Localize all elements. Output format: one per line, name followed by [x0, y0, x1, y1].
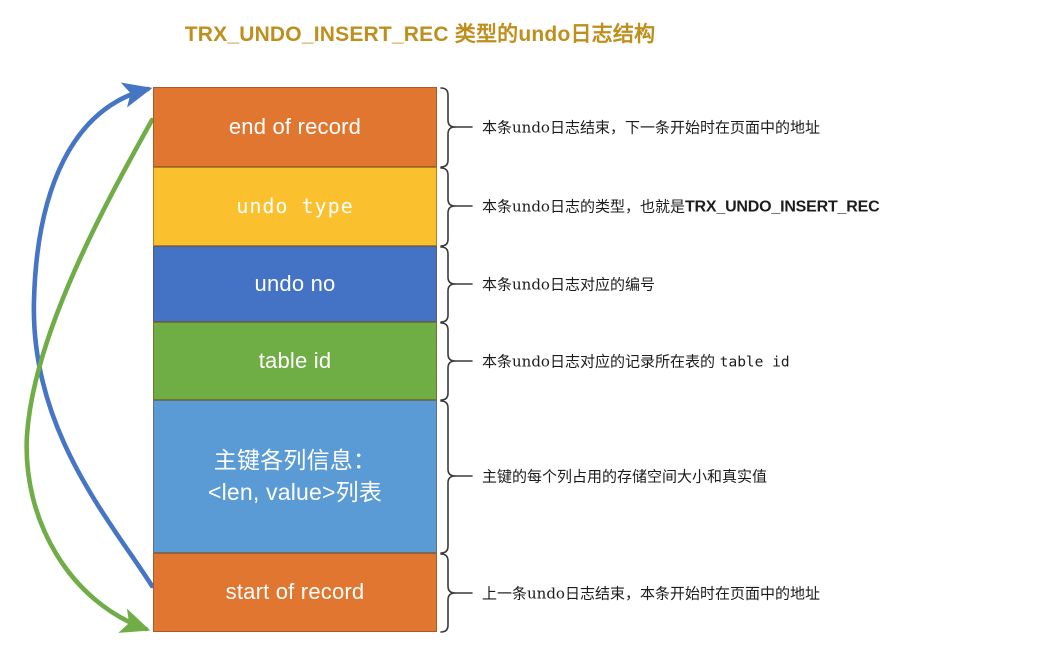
annotation-text-serif: 主键的每个列占用的存储空间大小和真实值 — [482, 467, 768, 486]
field-label: start of record — [225, 579, 365, 605]
annotation-primary-key-columns: 主键的每个列占用的存储空间大小和真实值 — [482, 466, 767, 487]
field-box-undo-no[interactable]: undo no — [153, 246, 437, 322]
annotation-undo-no: 本条undo日志对应的编号 — [482, 274, 655, 295]
bracket-start-of-record — [440, 553, 473, 633]
annotation-end-of-record: 本条undo日志结束，下一条开始时在页面中的地址 — [482, 117, 820, 138]
bracket-undo-no — [440, 246, 473, 323]
annotation-text-serif: 本条undo日志的类型，也就是 — [482, 197, 685, 216]
undo-log-field-stack: end of record undo type undo no table id… — [153, 87, 437, 632]
bracket-end-of-record — [440, 87, 473, 168]
field-label: end of record — [228, 113, 362, 139]
field-box-table-id[interactable]: table id — [153, 322, 437, 400]
field-label: 主键各列信息： <len, value>列表 — [207, 447, 383, 505]
field-box-undo-type[interactable]: undo type — [153, 167, 437, 246]
field-label: table id — [258, 347, 332, 373]
forward-pointer-arrow — [24, 117, 155, 633]
field-box-primary-key-columns[interactable]: 主键各列信息： <len, value>列表 — [153, 400, 437, 553]
field-label: undo no — [254, 270, 336, 296]
field-box-end-of-record[interactable]: end of record — [153, 87, 437, 167]
bracket-primary-key-columns — [440, 400, 473, 554]
annotation-text-serif: 本条undo日志对应的记录所在表的 — [482, 352, 720, 371]
bracket-undo-type — [440, 167, 473, 247]
field-box-start-of-record[interactable]: start of record — [153, 553, 437, 632]
page-title: TRX_UNDO_INSERT_REC 类型的undo日志结构 — [184, 23, 656, 46]
annotation-table-id: 本条undo日志对应的记录所在表的 table id — [482, 351, 790, 372]
annotation-text-bold: TRX_UNDO_INSERT_REC — [684, 198, 880, 216]
annotation-start-of-record: 上一条undo日志结束，本条开始时在页面中的地址 — [482, 583, 820, 604]
bracket-table-id — [440, 322, 473, 401]
annotation-text-mono: table id — [719, 354, 790, 371]
annotation-text-serif: 上一条undo日志结束，本条开始时在页面中的地址 — [482, 584, 820, 603]
annotation-text-serif: 本条undo日志结束，下一条开始时在页面中的地址 — [482, 118, 820, 137]
field-label: undo type — [236, 193, 354, 218]
backward-pointer-arrow — [31, 82, 155, 589]
annotation-text-serif: 本条undo日志对应的编号 — [482, 275, 655, 294]
annotation-undo-type: 本条undo日志的类型，也就是TRX_UNDO_INSERT_REC — [482, 196, 880, 217]
